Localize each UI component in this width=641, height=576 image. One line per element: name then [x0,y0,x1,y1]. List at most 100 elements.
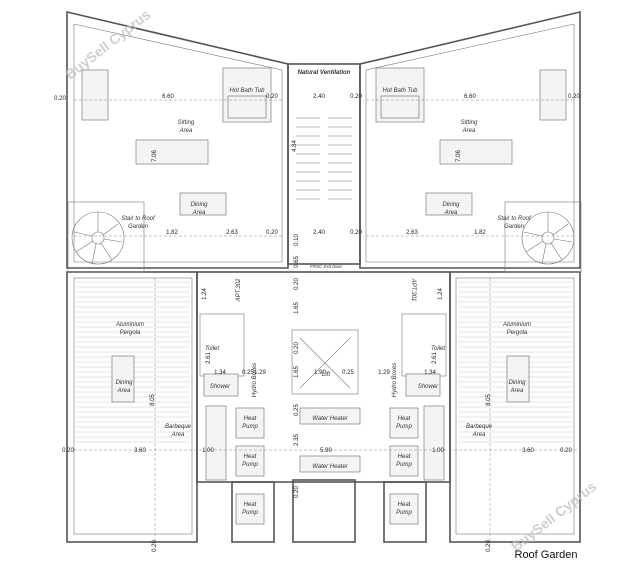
water-heater-icon [299,407,361,425]
central-block [196,271,451,483]
heat-pump-label: Heat [244,454,257,460]
sofa-icon [81,69,109,121]
dimension-label: 0.20 [266,94,278,100]
heat-pump-icon [389,493,419,525]
dining-table-icon [425,192,473,216]
heat-pump-label: Pump [396,462,412,468]
dimension-label: 2.63 [226,230,238,236]
natural-ventilation-label: Natural Ventilation [298,70,351,76]
upper-inner-left [73,23,283,263]
hydro-boxes-label: Hydro Boxes [392,363,398,397]
pump-box-right [383,481,427,543]
dimension-label: 1.34 [424,370,436,376]
stair-treads [296,117,352,200]
sitting-area-label: Area [462,128,476,134]
barbeque-area-label: Barbeque [165,424,192,430]
dimension-label: 0.20 [568,94,580,100]
dimension-label: 0.25 [242,370,254,376]
heat-pump-icon [389,407,419,439]
water-heater-icon [299,455,361,473]
shower-icon [405,373,441,397]
dimension-label: 1.65 [294,366,300,378]
heat-pump-label: Pump [242,510,258,516]
heat-pump-label: Pump [396,424,412,430]
heat-pump-icon [389,445,419,477]
dimension-label: 1.34 [214,370,226,376]
pergola-label: Aluminium [502,322,531,328]
dimension-label: 0.20 [54,96,66,102]
dining-area-label: Dining [190,202,208,208]
dimension-label: 1.82 [474,230,486,236]
dimension-label: 2.40 [313,94,325,100]
dimension-label: 0.20 [560,448,572,454]
dimension-label: 1.24 [202,288,208,300]
dimension-label: 0.20 [62,448,74,454]
dimension-label: 1.00 [432,448,444,454]
dining-area-label: Area [510,388,524,394]
dimension-label: 8.05 [150,394,156,406]
hot-bath-tub-label: Hot Bath Tub [383,88,419,94]
sitting-area-label: Area [179,128,193,134]
dimension-label: 0.20 [152,540,158,552]
heat-pump-label: Heat [244,502,257,508]
pergola-label: Aluminium [115,322,144,328]
stair-core [287,63,361,265]
heat-pump-label: Pump [242,462,258,468]
dimension-label: 0.20 [350,94,362,100]
dimension-label: 0.20 [486,540,492,552]
dimension-label: 0.20 [294,278,300,290]
dimension-label: 0.65 [294,256,300,268]
dining-area-label: Dining [508,380,526,386]
water-heater-label: Water Heater [312,416,349,422]
dining-area-label: Area [444,210,458,216]
dimension-lines [74,99,580,542]
dining-table-icon [111,355,135,403]
heat-pump-label: Heat [398,454,411,460]
dimension-label: 7.06 [456,150,462,162]
lift-label: Lift [322,372,330,378]
sofa-icon [135,139,209,165]
dining-area-label: Dining [442,202,460,208]
spiral-stair-left [67,201,145,273]
dimension-label: 0.10 [294,234,300,246]
dimension-label: 2.61 [432,352,438,364]
dimension-label: 1.90 [314,370,326,376]
toilet-label: Toilet [205,346,219,352]
lift-shaft [291,329,359,395]
shower-label: Shower [210,384,231,390]
dimension-label: 6.60 [162,94,174,100]
dimension-label: 1.82 [166,230,178,236]
terrace-left-inner [73,277,193,535]
dimension-label: 1.29 [254,370,266,376]
dimension-label: 1.00 [202,448,214,454]
dimension-label: 0.25 [342,370,354,376]
pergola-label: Pergola [120,330,141,336]
heat-pump-label: Heat [244,416,257,422]
sofa-icon [539,69,567,121]
apartment-label: APT.301 [410,278,416,302]
pergola-label: Pergola [507,330,528,336]
dining-area-label: Area [117,388,131,394]
barbeque-counter-icon [423,405,445,481]
dimension-label: 2.61 [206,352,212,364]
dimension-label: 2.35 [294,434,300,446]
dimension-label: 6.60 [464,94,476,100]
shower-icon [203,373,239,397]
barbeque-area-label: Barbeque [466,424,493,430]
sofa-icon [439,139,513,165]
dimension-label: 0.20 [294,486,300,498]
dining-table-icon [179,192,227,216]
watermark: BuySell Cyprus [508,478,600,554]
bath-tub-basin-icon [227,95,267,119]
upper-outline-right [359,10,581,269]
dimension-label: 3.60 [134,448,146,454]
dimension-label: 1.65 [294,302,300,314]
heat-pump-icon [235,407,265,439]
dimension-label: 0.20 [350,230,362,236]
dimension-label: 1.24 [438,288,444,300]
pergola-slats [76,281,572,443]
dimension-label: 1.29 [378,370,390,376]
shower-label: Shower [418,384,439,390]
lift-cross-icon [299,337,351,389]
